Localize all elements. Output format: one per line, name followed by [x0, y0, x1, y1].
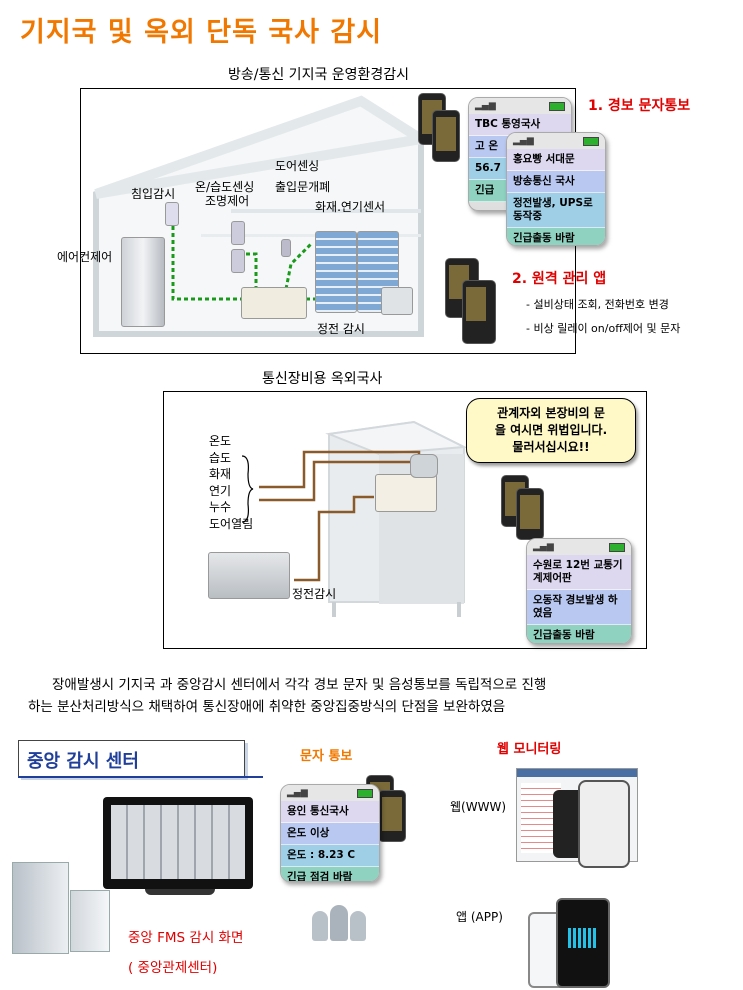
web-monitoring-label: 웹 모니터링 [497, 742, 562, 757]
phone-icon [432, 110, 460, 162]
heading-alert-sms: 1. 경보 문자통보 [588, 98, 691, 114]
signal-icon: ▂▄▆ [475, 101, 496, 111]
fms-sub-label: ( 중앙관제센터) [128, 960, 218, 976]
fms-label: 중앙 FMS 감시 화면 [128, 930, 244, 946]
sensor-brace-icon [241, 455, 254, 523]
phone-icon [516, 488, 544, 540]
central-center-title: 중앙 감시 센터 [18, 740, 245, 777]
ups-unit [381, 287, 413, 315]
monitoring-controller [241, 287, 307, 319]
description-line: 하는 분산처리방식으 채택하여 통신장애에 취약한 중앙집중방식의 단점을 보완… [28, 699, 506, 715]
description-line: 장애발생시 기지국 과 중앙감시 센터에서 각각 경보 문자 및 음성통보를 독… [52, 677, 547, 693]
temp-sensor [231, 221, 245, 245]
phone-icon [378, 790, 406, 842]
power-outage-device [208, 552, 290, 599]
sms-card-central: ▂▄▆ 용인 통신국사 온도 이상 온도 : 8.23 C 긴급 점검 바람 [280, 784, 380, 882]
smartphone-icon [578, 780, 630, 868]
section2-title: 통신장비용 옥외국사 [262, 371, 383, 387]
label-app: 앱 (APP) [456, 910, 503, 924]
label-temp-humidity: 온/습도센싱 [195, 180, 255, 194]
computer-tower [12, 862, 69, 954]
warning-bubble: 관계자외 본장비의 문 을 여시면 위법입니다. 물러서십시요!! [466, 398, 636, 463]
label-power-outage: 정전감시 [292, 587, 337, 601]
label-access: 출입문개폐 [275, 180, 331, 194]
label-intrusion: 침입감시 [131, 187, 176, 201]
signal-icon: ▂▄▆ [533, 542, 554, 552]
label-aircon: 에어컨제어 [57, 250, 113, 264]
equipment-rack-1 [315, 231, 357, 313]
sms-card-outdoor: ▂▄▆ 수원로 12번 교통기계제어판 오동작 경보발생 하였음 긴급출동 바람 [526, 538, 632, 644]
sms-card-front: ▂▄▆ 홍요빵 서대문 방송통신 국사 정전발생, UPS로 동작중 긴급출동 … [506, 132, 606, 246]
monitor-stand [145, 889, 215, 895]
aircon-unit [121, 237, 165, 327]
battery-icon [357, 789, 373, 798]
remote-item: - 비상 릴레이 on/off제어 및 문자 [526, 322, 681, 335]
app-screenshot [556, 898, 610, 988]
smartphone-icon [462, 280, 496, 344]
label-power-outage: 정전 감시 [317, 322, 365, 336]
sensor-item: 온도 [209, 434, 232, 448]
battery-icon [549, 102, 565, 111]
sensor-list: 온도 습도 화재 연기 누수 도어열림 [209, 433, 253, 532]
signal-icon: ▂▄▆ [287, 788, 308, 798]
intrusion-sensor [165, 202, 179, 226]
light-control [231, 249, 245, 273]
page-title: 기지국 및 옥외 단독 국사 감시 [20, 17, 383, 48]
sensor-item: 습도 [209, 450, 232, 465]
label-fire-smoke: 화재.연기센서 [315, 200, 386, 214]
door-sensor [281, 239, 291, 257]
sms-notify-label: 문자 통보 [300, 749, 353, 764]
monitoring-controller [375, 474, 437, 512]
section1-title: 방송/통신 기지국 운영환경감시 [228, 67, 410, 83]
sensor-item: 누수 [209, 500, 232, 514]
siren-speaker-icon [410, 454, 438, 478]
sensor-item: 연기 [209, 483, 232, 498]
label-web: 웹(WWW) [450, 800, 506, 814]
computer-unit [70, 890, 110, 952]
battery-icon [609, 543, 625, 552]
sensor-item: 화재 [209, 467, 232, 481]
label-door-sensing: 도어센싱 [275, 159, 320, 173]
sensor-item: 도어열림 [209, 516, 254, 531]
monitor [103, 797, 253, 889]
signal-icon: ▂▄▆ [513, 136, 534, 146]
people-icon [310, 905, 372, 947]
divider [18, 776, 263, 778]
fms-screen [111, 805, 245, 879]
remote-item: - 설비상태 조회, 전화번호 변경 [526, 298, 669, 311]
heading-remote-app: 2. 원격 관리 앱 [512, 271, 607, 287]
battery-icon [583, 137, 599, 146]
label-lighting: 조명제어 [205, 194, 250, 208]
